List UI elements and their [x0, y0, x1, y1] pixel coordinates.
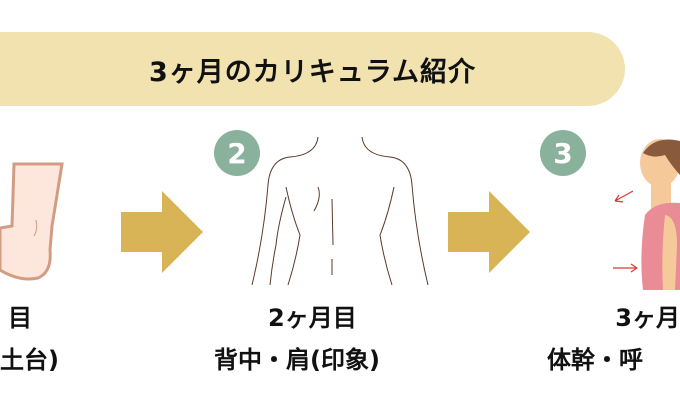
step3-focus: 体幹・呼 — [547, 346, 643, 374]
step1-focus: 土台) — [0, 346, 59, 374]
arrow-right-icon — [448, 191, 530, 273]
breathing-woman-illustration — [613, 139, 680, 290]
back-illustration — [251, 136, 429, 286]
title: 3ヶ月のカリキュラム紹介 — [149, 56, 476, 88]
step2-badge: 2 — [214, 130, 260, 176]
step3-month: 3ヶ月 — [615, 304, 680, 332]
step2-month: 2ヶ月目 — [268, 304, 357, 332]
step2-focus: 背中・肩(印象) — [214, 346, 380, 374]
arrow-right-icon — [121, 191, 203, 273]
step3-badge: 3 — [540, 130, 586, 176]
step1-month: 目 — [8, 304, 32, 332]
foot-illustration — [0, 162, 64, 281]
title-banner: 3ヶ月のカリキュラム紹介 — [0, 32, 625, 106]
